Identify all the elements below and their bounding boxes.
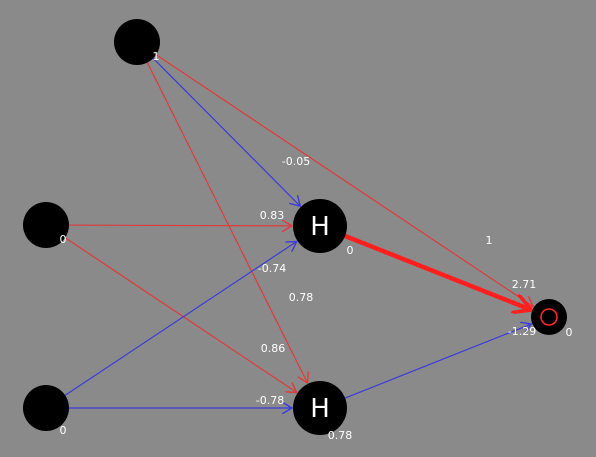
- output-node-out[interactable]: [531, 299, 567, 335]
- out-node-circle: [531, 299, 567, 335]
- input-node-in2[interactable]: [23, 385, 69, 431]
- connection-bias-h1: [151, 56, 300, 206]
- weight-label-in2-h1: -0.74: [258, 262, 286, 275]
- weight-label-in1-h2: 0.86: [261, 342, 286, 355]
- connection-h2-out: [343, 324, 531, 400]
- weight-label-in1-h1: 0.83: [260, 209, 285, 222]
- in2-node-circle: [23, 385, 69, 431]
- bias-node-bias[interactable]: [114, 19, 160, 65]
- out-value-label: 0: [566, 326, 573, 339]
- connection-in2-h1: [63, 241, 296, 397]
- weight-label-in2-h2: -0.78: [256, 394, 284, 407]
- weight-label-bias-h2: 0.78: [289, 291, 314, 304]
- nodes-layer: HH: [23, 19, 567, 435]
- weight-label-h2-out: -1.29: [508, 325, 536, 338]
- h1-value-label: 0: [347, 244, 354, 257]
- weight-label-bias-h1: -0.05: [282, 155, 310, 168]
- h1-node-glyph: H: [310, 212, 330, 242]
- hidden-node-h2[interactable]: H: [293, 381, 347, 435]
- connections-layer: [63, 53, 533, 408]
- connection-h1-out: [342, 233, 531, 310]
- connection-in1-h2: [63, 236, 296, 393]
- bias-value-label: 1: [153, 50, 160, 63]
- h2-value-label: 0.78: [328, 429, 353, 442]
- in2-value-label: 0: [60, 424, 67, 437]
- h1-node-circle: [293, 199, 347, 253]
- h2-node-glyph: H: [310, 394, 330, 424]
- in1-value-label: 0: [60, 233, 67, 246]
- input-node-in1[interactable]: [23, 202, 69, 248]
- connection-bias-out: [154, 53, 533, 307]
- connection-in1-h1: [66, 225, 292, 226]
- h2-node-circle: [293, 381, 347, 435]
- in1-node-circle: [23, 202, 69, 248]
- output-ring-icon: [540, 308, 558, 326]
- weight-label-bias-out: 1: [486, 234, 493, 247]
- connection-bias-h2: [145, 60, 307, 383]
- weight-label-h1-out: 2.71: [512, 278, 537, 291]
- bias-node-circle: [114, 19, 160, 65]
- labels-layer: -0.05 0.78 1 0.83 0.86 -0.74 -0.78 2.71 -1.29 1 0 0…: [60, 50, 573, 442]
- hidden-node-h1[interactable]: H: [293, 199, 347, 253]
